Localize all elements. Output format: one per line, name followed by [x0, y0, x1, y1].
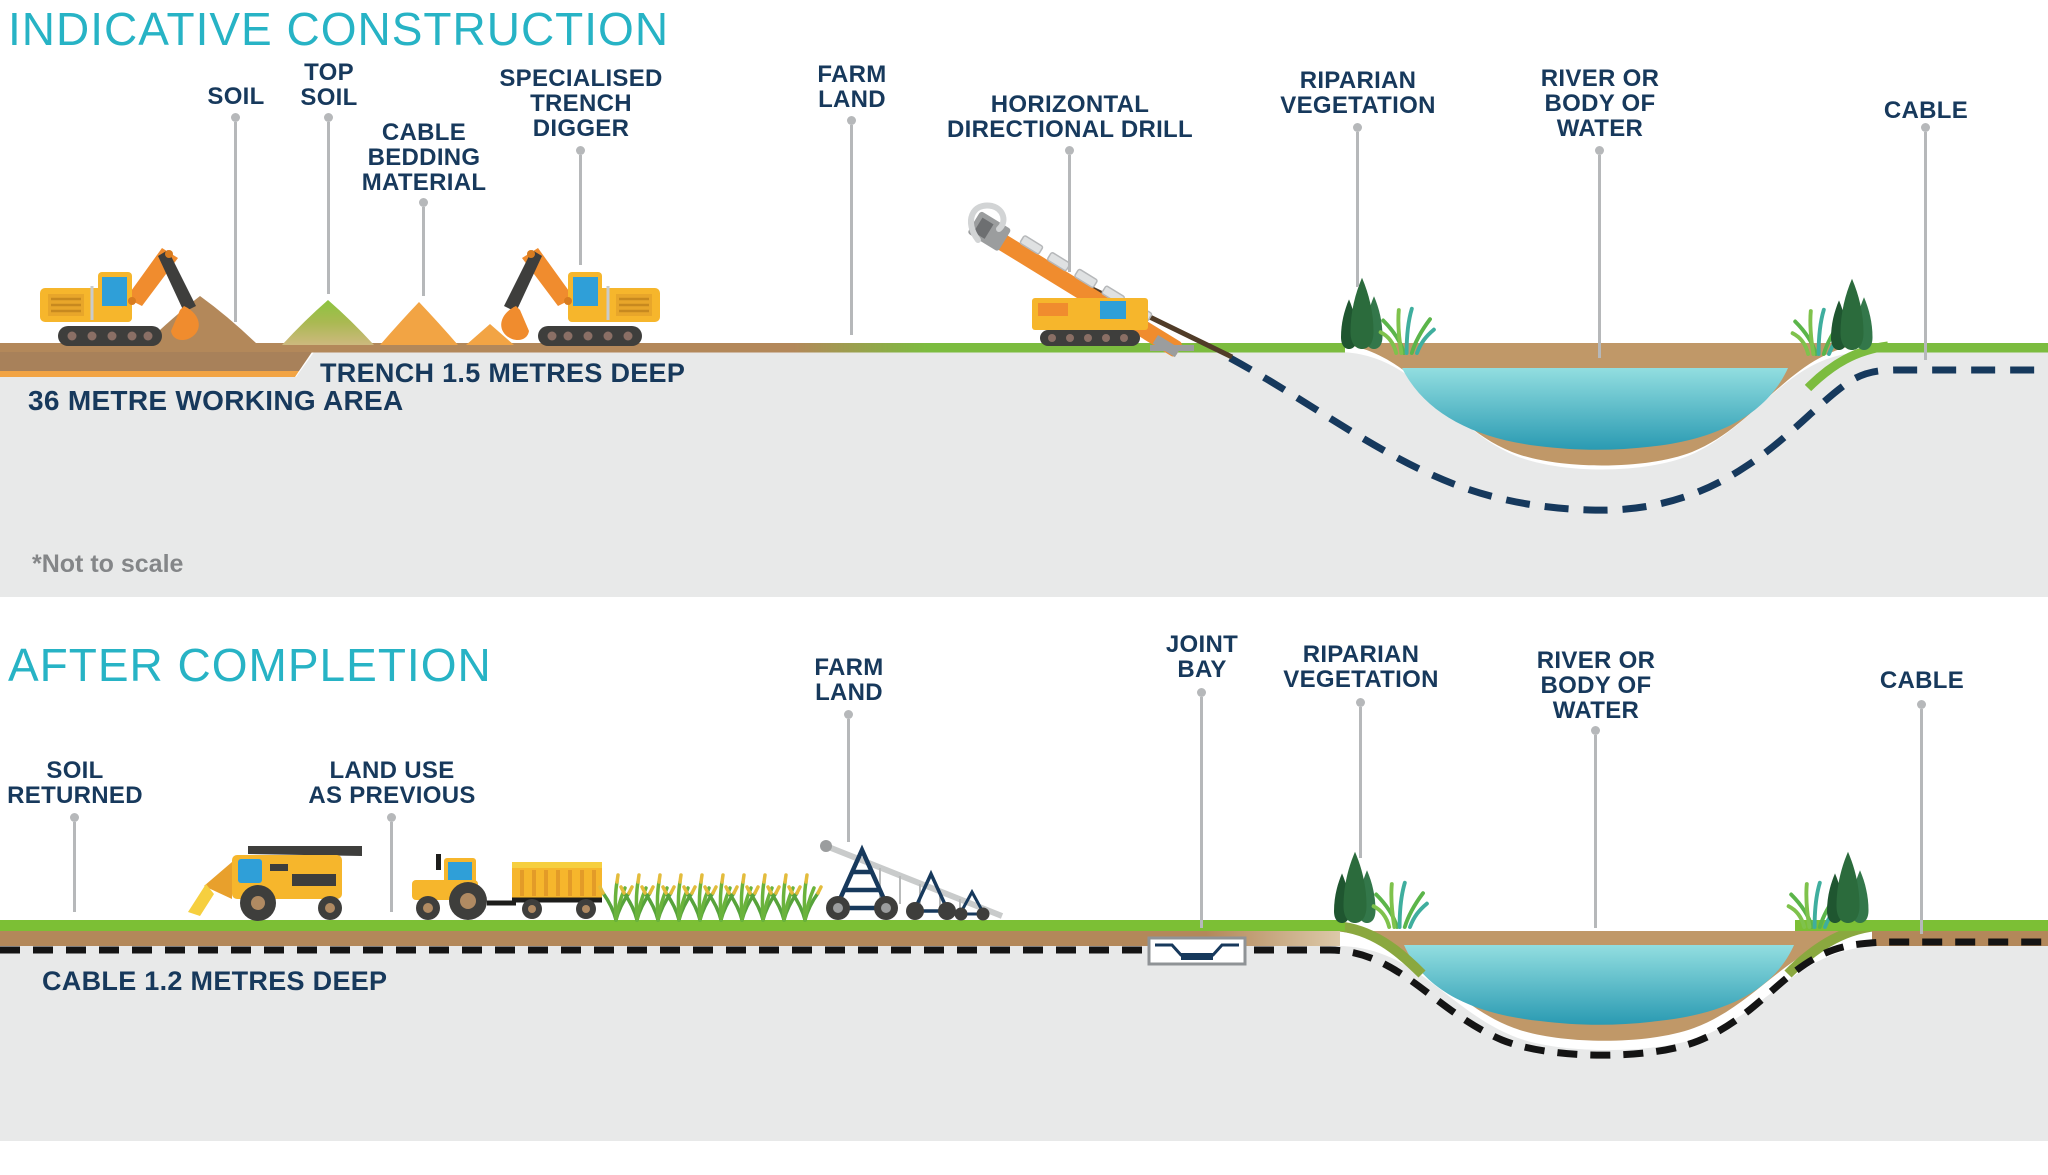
pointer-line-river-bottom — [1594, 735, 1597, 928]
pointer-line-cable-bedding — [422, 207, 425, 296]
joint-bay-icon — [1147, 936, 1247, 966]
working-area-soil — [0, 352, 312, 371]
grass-band-left — [0, 920, 1345, 931]
pointer-line-land-use — [390, 822, 393, 912]
pointer-line-top-soil — [327, 122, 330, 294]
riparian-vegetation-icon-left-bottom — [1334, 852, 1427, 927]
surface-band-right-top — [1862, 343, 2048, 353]
working-area-bedding-stripe — [0, 371, 299, 377]
construction-title: INDICATIVE CONSTRUCTION — [8, 3, 670, 55]
callout-riparian-vegetation-top: RIPARIAN VEGETATION — [1280, 67, 1436, 119]
tractor-trailer-icon — [412, 854, 602, 920]
callout-top-soil: TOP SOIL — [300, 59, 358, 111]
pointer-dot-drill — [1065, 146, 1074, 155]
combine-harvester-icon — [188, 846, 362, 921]
pointer-line-riparian-top — [1356, 132, 1359, 287]
callout-soil-returned: SOIL RETURNED — [7, 757, 143, 809]
pointer-line-river-top — [1598, 155, 1601, 358]
soil-band-left — [0, 931, 1340, 946]
pointer-line-riparian-bottom — [1359, 707, 1362, 858]
callout-soil: SOIL — [207, 83, 265, 110]
pointer-line-cable-bottom — [1920, 709, 1923, 934]
callout-cable-bedding-material: CABLE BEDDING MATERIAL — [361, 119, 487, 196]
callout-land-use-as-previous: LAND USE AS PREVIOUS — [308, 757, 476, 809]
irrigation-pivot-icon — [820, 840, 1004, 921]
callout-farm-land-bottom: FARM LAND — [814, 654, 884, 706]
bedding-pile-icon — [380, 302, 458, 345]
underground-bottom — [0, 946, 2048, 1141]
callout-specialised-trench-digger: SPECIALISED TRENCH DIGGER — [499, 65, 663, 142]
riparian-vegetation-icon-left-top — [1341, 278, 1434, 353]
completion-scene — [0, 840, 2048, 1141]
pointer-line-joint-bay — [1200, 697, 1203, 928]
river-water-top — [1402, 368, 1788, 450]
pointer-dot-farm-land-bottom — [844, 710, 853, 719]
callout-joint-bay: JOINT BAY — [1165, 631, 1239, 683]
scoop-pile-icon — [466, 324, 514, 345]
pointer-dot-river-top — [1595, 146, 1604, 155]
pointer-dot-joint-bay — [1197, 688, 1206, 697]
pointer-line-farm-land-bottom — [847, 719, 850, 842]
river-water-bottom — [1404, 945, 1794, 1025]
crops-icon — [598, 873, 823, 922]
pointer-dot-cable-bedding — [419, 198, 428, 207]
pointer-dot-cable-bottom — [1917, 700, 1926, 709]
pointer-dot-soil-returned — [70, 813, 79, 822]
pointer-dot-trench-digger — [576, 146, 585, 155]
cable-depth-annotation: CABLE 1.2 METRES DEEP — [42, 966, 388, 996]
completion-title: AFTER COMPLETION — [8, 639, 492, 691]
callout-river-bottom: RIVER OR BODY OF WATER — [1536, 647, 1656, 724]
pointer-line-farm-land-top — [850, 125, 853, 335]
excavator-icon — [38, 246, 201, 348]
pointer-line-soil — [234, 122, 237, 322]
pointer-dot-river-bottom — [1591, 726, 1600, 735]
pointer-dot-riparian-top — [1353, 123, 1362, 132]
pointer-dot-cable-top — [1921, 123, 1930, 132]
pointer-dot-farm-land-top — [847, 116, 856, 125]
riparian-vegetation-icon-right-bottom — [1789, 852, 1869, 927]
trench-depth-annotation: TRENCH 1.5 METRES DEEP — [320, 358, 686, 388]
pointer-dot-land-use — [387, 813, 396, 822]
pointer-dot-top-soil — [324, 113, 333, 122]
cable-dashed-line-top — [1228, 354, 2048, 514]
callout-river-top: RIVER OR BODY OF WATER — [1540, 65, 1660, 142]
pointer-line-soil-returned — [73, 822, 76, 912]
callout-cable-bottom: CABLE — [1879, 667, 1965, 694]
bank-green-left-bottom — [1335, 921, 1426, 978]
surface-band-left-top — [0, 343, 1345, 353]
working-area-annotation: 36 METRE WORKING AREA — [28, 385, 404, 416]
pointer-line-drill — [1068, 155, 1071, 272]
cable-dashed-line-bottom — [0, 938, 2048, 1059]
pointer-line-cable-top — [1924, 132, 1927, 360]
scale-note: *Not to scale — [32, 550, 184, 578]
pointer-dot-soil — [231, 113, 240, 122]
pointer-dot-riparian-bottom — [1356, 698, 1365, 707]
topsoil-pile-icon — [282, 300, 374, 345]
callout-riparian-vegetation-bottom: RIPARIAN VEGETATION — [1283, 641, 1439, 693]
directional-drill-icon — [967, 202, 1234, 360]
construction-scene — [0, 202, 2048, 597]
pointer-line-trench-digger — [579, 155, 582, 265]
callout-horizontal-directional-drill: HORIZONTAL DIRECTIONAL DRILL — [947, 91, 1193, 143]
underground-top — [0, 352, 2048, 597]
riparian-vegetation-icon-right-top — [1793, 279, 1873, 354]
callout-farm-land-top: FARM LAND — [817, 61, 887, 113]
callout-cable-top: CABLE — [1883, 97, 1969, 124]
